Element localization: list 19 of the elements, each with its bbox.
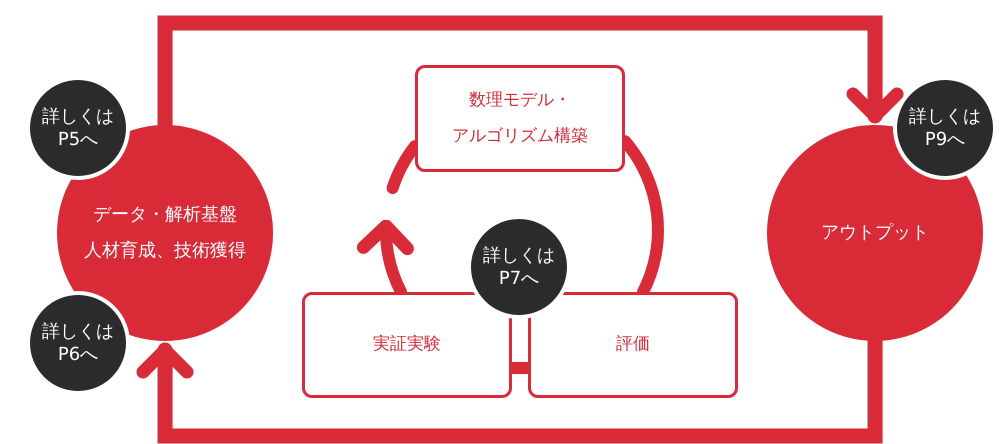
stage-label: 人材育成、技術獲得 bbox=[84, 239, 246, 263]
process-box bbox=[302, 292, 512, 398]
badge-text: P6へ bbox=[58, 343, 98, 366]
process-label: 評価 bbox=[616, 333, 650, 356]
connector-line bbox=[512, 362, 528, 374]
process-label: 実証実験 bbox=[373, 333, 441, 356]
badge-text: 詳しくは bbox=[483, 244, 555, 267]
badge-text: 詳しくは bbox=[42, 320, 114, 343]
process-box bbox=[528, 292, 738, 398]
process-box bbox=[415, 65, 625, 172]
badge-text: P9へ bbox=[924, 128, 966, 152]
process-label: アルゴリズム構築 bbox=[452, 124, 588, 148]
badge-text: P7へ bbox=[498, 267, 540, 290]
badge-text: 詳しくは bbox=[909, 104, 981, 128]
badge-text: P5へ bbox=[58, 128, 98, 152]
stage-label: アウトプット bbox=[821, 221, 929, 245]
badge-text: 詳しくは bbox=[42, 104, 114, 128]
stage-label: データ・解析基盤 bbox=[93, 203, 237, 227]
process-label: 数理モデル・ bbox=[469, 88, 571, 112]
